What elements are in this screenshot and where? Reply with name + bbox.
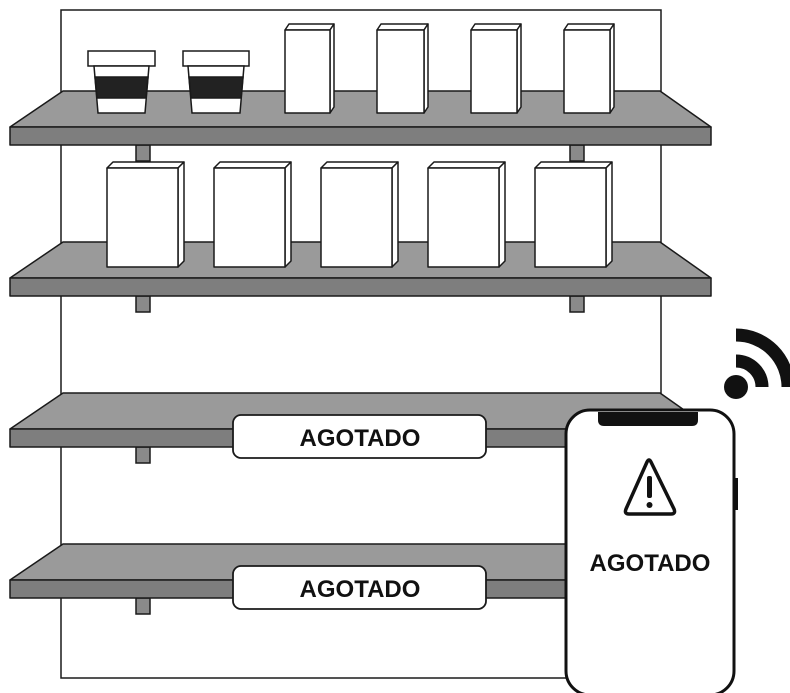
out-of-stock-text-1: AGOTADO: [300, 425, 421, 452]
phone-notch: [598, 412, 698, 426]
coffee-cup-2: [182, 50, 250, 114]
phone-side-button: [733, 478, 738, 510]
middle-box-5: [534, 161, 613, 268]
middle-box-2: [213, 161, 292, 268]
smartphone: AGOTADO: [564, 408, 738, 693]
wifi-signal-icon: [724, 328, 790, 399]
shelf-supports: [135, 144, 585, 615]
middle-box-4: [427, 161, 506, 268]
coffee-cup-1: [87, 50, 156, 114]
phone-alert-text: AGOTADO: [590, 550, 711, 577]
shelf-1: [9, 90, 712, 146]
middle-box-3: [320, 161, 399, 268]
warning-triangle-icon: [623, 458, 677, 516]
out-of-stock-label-1: AGOTADO: [232, 414, 487, 459]
top-box-1: [284, 23, 335, 114]
top-box-4: [563, 23, 615, 114]
out-of-stock-text-2: AGOTADO: [300, 576, 421, 603]
top-box-2: [376, 23, 429, 114]
top-box-3: [470, 23, 522, 114]
middle-box-1: [106, 161, 185, 268]
out-of-stock-label-2: AGOTADO: [232, 565, 487, 610]
